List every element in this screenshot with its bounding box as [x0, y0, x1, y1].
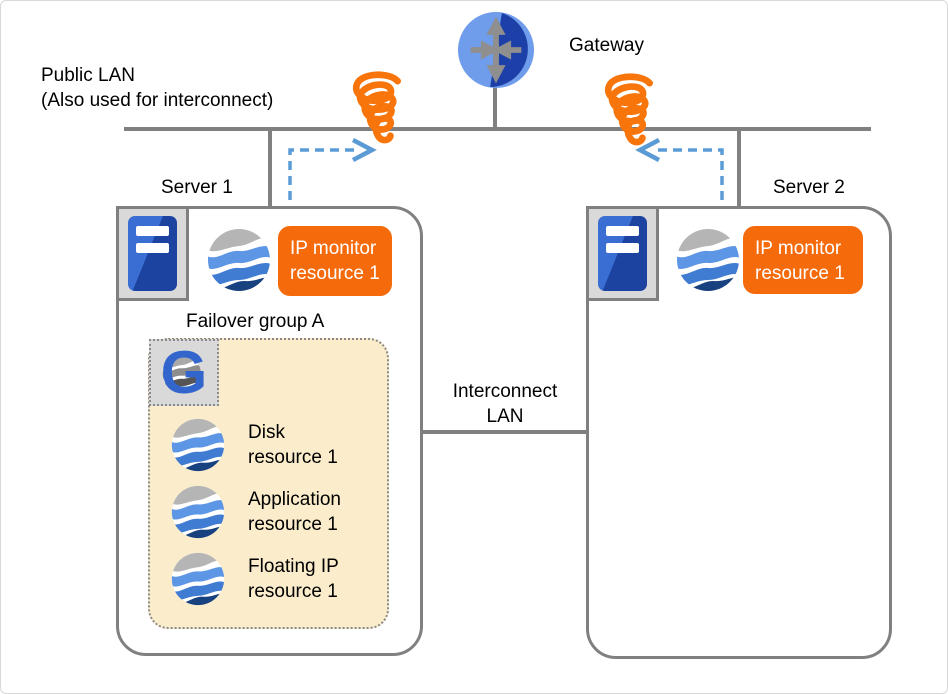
group-g-icon: G	[161, 341, 208, 404]
resource-sphere-icon	[171, 485, 225, 539]
resource-line2: resource 1	[248, 581, 338, 602]
server1-lan-connector	[268, 129, 272, 207]
badge-line2: resource 1	[290, 263, 380, 284]
server-tower-icon	[598, 216, 647, 291]
server2-label: Server 2	[773, 177, 845, 198]
resource-label-floating-ip: Floating IP resource 1	[248, 554, 339, 604]
failover-group-label: Failover group A	[186, 311, 325, 332]
public-lan-line	[124, 127, 871, 131]
gateway-stem-line	[493, 87, 497, 129]
server1-ip-monitor-badge: IP monitor resource 1	[278, 226, 392, 296]
failover-group-icon: G	[149, 339, 219, 406]
interconnect-lan-label: Interconnect LAN	[429, 379, 581, 429]
server2-monitor-sphere-icon	[676, 228, 740, 292]
resource-line1: Application	[248, 489, 341, 510]
resource-sphere-icon	[171, 552, 225, 606]
public-lan-label: Public LAN (Also used for interconnect)	[41, 63, 273, 113]
resource-line1: Floating IP	[248, 556, 339, 577]
badge-line1: IP monitor	[755, 238, 842, 259]
svg-text:G: G	[161, 341, 208, 404]
monitor-arrow-right	[635, 138, 724, 200]
public-lan-line2: (Also used for interconnect)	[41, 90, 274, 111]
resource-line2: resource 1	[248, 447, 338, 468]
interconnect-lan-line2: LAN	[486, 406, 524, 427]
resource-label-application: Application resource 1	[248, 487, 341, 537]
resource-line1: Disk	[248, 422, 285, 443]
public-lan-line1: Public LAN	[41, 65, 135, 86]
resource-line2: resource 1	[248, 514, 338, 535]
gateway-label: Gateway	[569, 35, 644, 56]
resource-sphere-icon	[171, 418, 225, 472]
badge-line2: resource 1	[755, 263, 845, 284]
server1-label: Server 1	[161, 177, 233, 198]
badge-line1: IP monitor	[290, 238, 377, 259]
server2-ip-monitor-badge: IP monitor resource 1	[743, 226, 863, 294]
resource-label-disk: Disk resource 1	[248, 420, 338, 470]
server2-computer-icon	[586, 206, 659, 301]
server2-lan-connector	[737, 129, 741, 207]
server1-computer-icon	[116, 206, 189, 301]
monitor-arrow-left	[288, 138, 377, 200]
interconnect-lan-line	[423, 430, 586, 434]
interconnect-lan-line1: Interconnect	[452, 381, 558, 402]
server-tower-icon	[128, 216, 177, 291]
gateway-router-icon	[457, 11, 535, 89]
server1-monitor-sphere-icon	[207, 228, 271, 292]
